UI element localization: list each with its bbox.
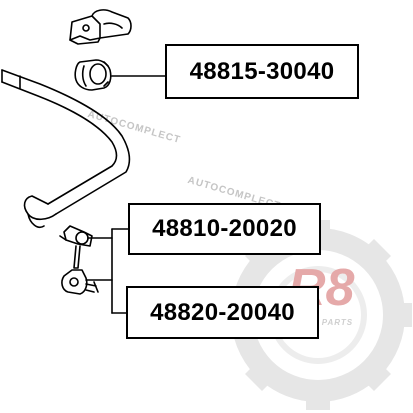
stabilizer-bushing-drawing xyxy=(74,59,112,91)
part-number-label: 48820-20040 xyxy=(150,298,295,326)
part-number-box-48820-20040[interactable]: 48820-20040 xyxy=(126,286,319,339)
stabilizer-link-drawing xyxy=(59,225,99,295)
stabilizer-bar-drawing xyxy=(1,69,131,229)
part-number-label: 48815-30040 xyxy=(189,57,335,85)
part-number-box-48815-30040[interactable]: 48815-30040 xyxy=(165,44,359,99)
part-number-box-48810-20020[interactable]: 48810-20020 xyxy=(128,203,321,255)
part-number-label: 48810-20020 xyxy=(152,215,297,242)
stabilizer-bracket-drawing xyxy=(69,9,132,45)
